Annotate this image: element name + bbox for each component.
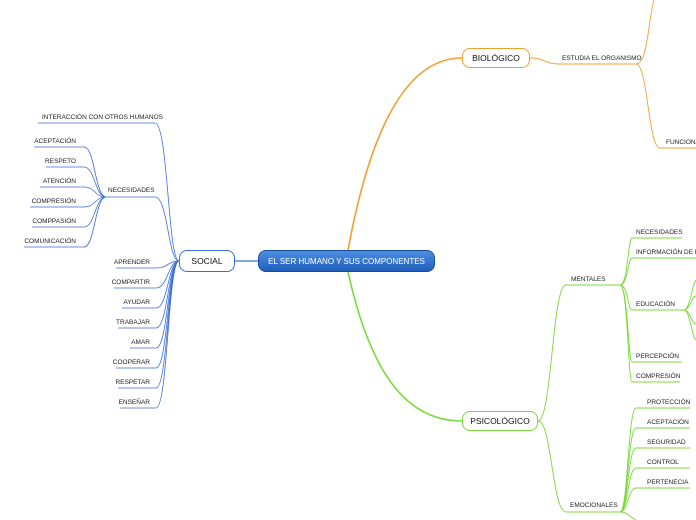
subtopic-emocionales[interactable]: EMOCIONALES xyxy=(570,502,618,509)
necesidad-item[interactable]: ACEPTACIÓN xyxy=(34,138,76,145)
necesidad-item[interactable]: ATENCIÓN xyxy=(42,178,76,185)
biologico-connectors xyxy=(347,0,696,251)
connector-interaccion xyxy=(38,122,180,262)
topic-biologico[interactable]: BIOLÓGICO xyxy=(462,48,530,68)
accion-item[interactable]: RESPETAR xyxy=(115,379,150,386)
necesidad-item[interactable]: RESPETO xyxy=(45,158,76,165)
subtopic-estudia[interactable]: ESTUDIA EL ORGANISMO xyxy=(562,55,642,62)
accion-item[interactable]: ENSEÑAR xyxy=(118,399,150,406)
topic-psicologico[interactable]: PSICOLÓGICO xyxy=(462,411,538,431)
central-topic[interactable]: EL SER HUMANO Y SUS COMPONENTES xyxy=(258,250,435,272)
subtopic-necesidades[interactable]: NECESIDADES xyxy=(108,187,155,194)
topic-social[interactable]: SOCIAL xyxy=(179,250,235,272)
mental-item[interactable]: EDUCACIÓN xyxy=(636,301,676,308)
accion-item[interactable]: APRENDER xyxy=(113,259,150,266)
necesidad-item[interactable]: COMUNICACIÓN xyxy=(24,238,76,245)
connector-central-biologico xyxy=(347,57,463,251)
accion-item[interactable]: AYUDAR xyxy=(123,299,150,306)
necesidad-item[interactable]: COMPPASIÓN xyxy=(32,218,76,225)
subtopic-mentales[interactable]: MENTALES xyxy=(571,276,606,283)
mental-item[interactable]: PERCEPCIÓN xyxy=(636,353,679,360)
emocional-item[interactable]: SEGURIDAD xyxy=(647,439,686,446)
necesidad-item[interactable]: COMPRESIÓN xyxy=(31,198,76,205)
accion-item[interactable]: COOPERAR xyxy=(112,359,150,366)
mental-item[interactable]: INFORMACIÓN DE ES xyxy=(636,249,696,256)
emocional-item[interactable]: CONTROL xyxy=(647,459,679,466)
connector-necesidades xyxy=(106,196,180,262)
psicologico-connectors xyxy=(347,237,696,520)
emocional-item[interactable]: PERTENECIA xyxy=(647,479,689,486)
mental-item[interactable]: COMPRESIÓN xyxy=(636,373,681,380)
accion-item[interactable]: TRABAJAR xyxy=(116,319,150,326)
mental-item[interactable]: NECESIDADES xyxy=(636,229,683,236)
accion-item[interactable]: AMAR xyxy=(131,339,150,346)
emocional-item[interactable]: ACEPTACIÓN xyxy=(647,419,689,426)
connector-central-psicologico xyxy=(347,271,463,422)
emocional-item[interactable]: PROTECCIÓN xyxy=(647,399,691,406)
subtopic-funciona[interactable]: FUNCIONA xyxy=(666,139,696,146)
accion-item[interactable]: COMPARTIR xyxy=(111,279,150,286)
subtopic-interaccion[interactable]: INTERACCIÓN CON OTROS HUMANOS xyxy=(42,114,163,121)
